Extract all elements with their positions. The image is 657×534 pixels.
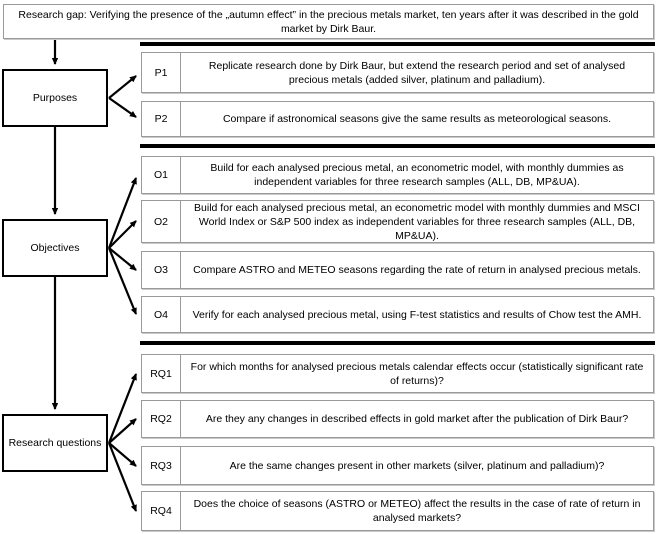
flow-line-objectives-to-o4 — [107, 247, 138, 315]
flow-line-objectives-to-o3 — [108, 247, 137, 271]
item-body-rq4: Does the choice of seasons (ASTRO or MET… — [181, 492, 653, 530]
item-code-o3: O3 — [142, 252, 181, 288]
item-code-o1: O1 — [142, 157, 181, 193]
item-row-rq4: RQ4 Does the choice of seasons (ASTRO or… — [141, 491, 654, 531]
item-body-rq2: Are they any changes in described effect… — [181, 401, 653, 437]
item-row-o1: O1 Build for each analysed precious meta… — [141, 156, 654, 194]
flow-line-questions-to-rq3 — [108, 442, 137, 467]
research-gap-banner: Research gap: Verifying the presence of … — [3, 4, 654, 39]
separator-questions — [140, 341, 655, 345]
flow-line-questions-to-rq4 — [107, 442, 138, 512]
item-code-o4: O4 — [142, 297, 181, 332]
item-row-p2: P2 Compare if astronomical seasons give … — [141, 101, 654, 137]
item-text-p2: Compare if astronomical seasons give the… — [222, 113, 612, 125]
item-code-rq3: RQ3 — [142, 447, 181, 484]
item-code-o2: O2 — [142, 201, 181, 242]
item-text-o3: Compare ASTRO and METEO seasons regardin… — [193, 264, 641, 276]
item-code-rq1: RQ1 — [142, 355, 181, 392]
stage-label-research-questions: Research questions — [8, 436, 102, 449]
research-gap-text: Research gap: Verifying the presence of … — [18, 8, 639, 35]
separator-purposes — [140, 42, 655, 46]
flow-line-objectives-to-o2 — [108, 220, 137, 249]
stage-label-objectives: Objectives — [30, 241, 80, 254]
item-text-o1: Build for each analysed precious metal, … — [210, 162, 624, 188]
item-row-rq2: RQ2 Are they any changes in described ef… — [141, 400, 654, 438]
item-row-p1: P1 Replicate research done by Dirk Baur,… — [141, 52, 654, 93]
item-code-p2: P2 — [142, 102, 181, 136]
item-text-o4: Verify for each analysed precious metal,… — [192, 308, 642, 321]
item-text-rq1: For which months for analysed precious m… — [190, 360, 644, 387]
item-text-p1: Replicate research done by Dirk Baur, bu… — [208, 59, 626, 86]
item-row-o4: O4 Verify for each analysed precious met… — [141, 296, 654, 333]
item-row-rq1: RQ1 For which months for analysed precio… — [141, 354, 654, 393]
item-row-rq3: RQ3 Are the same changes present in othe… — [141, 446, 654, 485]
item-row-o3: O3 Compare ASTRO and METEO seasons regar… — [141, 251, 654, 289]
item-code-rq4: RQ4 — [142, 492, 181, 530]
flow-line-objectives-to-o1 — [107, 177, 138, 249]
item-text-rq4: Does the choice of seasons (ASTRO or MET… — [193, 498, 641, 524]
item-body-p1: Replicate research done by Dirk Baur, bu… — [181, 53, 653, 92]
item-body-o2: Build for each analysed precious metal, … — [181, 201, 653, 242]
item-body-o4: Verify for each analysed precious metal,… — [181, 297, 653, 332]
item-code-rq2: RQ2 — [142, 401, 181, 437]
flow-line-purposes-to-p1 — [108, 75, 137, 99]
item-body-o3: Compare ASTRO and METEO seasons regardin… — [181, 252, 653, 288]
item-body-rq3: Are the same changes present in other ma… — [181, 447, 653, 484]
stage-label-purposes: Purposes — [32, 91, 78, 104]
item-body-o1: Build for each analysed precious metal, … — [181, 157, 653, 193]
item-text-o2: Build for each analysed precious metal, … — [194, 201, 640, 242]
flow-line-questions-to-rq1 — [107, 373, 138, 444]
item-text-rq2: Are they any changes in described effect… — [205, 413, 629, 425]
item-code-p1: P1 — [142, 53, 181, 92]
item-body-p2: Compare if astronomical seasons give the… — [181, 102, 653, 136]
stage-box-research-questions: Research questions — [2, 414, 108, 472]
separator-objectives — [140, 144, 655, 148]
flow-line-purposes-to-p2 — [108, 97, 137, 118]
item-row-o2: O2 Build for each analysed precious meta… — [141, 200, 654, 243]
stage-box-purposes: Purposes — [2, 69, 108, 127]
stage-box-objectives: Objectives — [2, 219, 108, 277]
flow-line-questions-to-rq2 — [108, 418, 137, 444]
item-body-rq1: For which months for analysed precious m… — [181, 355, 653, 392]
item-text-rq3: Are the same changes present in other ma… — [229, 459, 605, 472]
